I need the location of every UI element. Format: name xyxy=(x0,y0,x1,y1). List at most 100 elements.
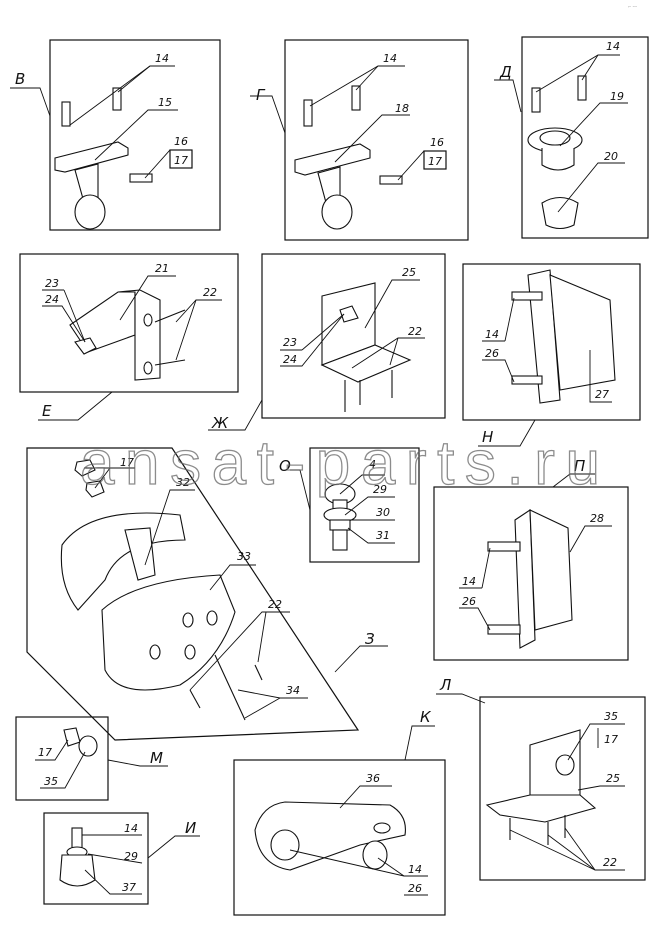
angle-bracket-icon xyxy=(485,794,597,823)
view-n-label: Н xyxy=(482,428,493,446)
view-o-label: О xyxy=(279,457,291,475)
part-outline xyxy=(182,612,194,628)
callout-32: 32 xyxy=(176,476,190,489)
leader-line xyxy=(344,496,395,516)
angle-bracket-icon xyxy=(320,344,412,383)
leader-line xyxy=(482,359,515,383)
view-m-frame xyxy=(15,716,109,801)
callout-14: 14 xyxy=(155,52,169,65)
leader-line xyxy=(567,723,625,761)
leader-line xyxy=(564,827,596,871)
hinge-body-icon xyxy=(549,274,616,391)
part-outline xyxy=(143,313,153,327)
callout-35: 35 xyxy=(604,710,618,723)
view-m: М 17 35 xyxy=(15,716,168,801)
leader-line xyxy=(250,95,286,134)
part-outline xyxy=(154,309,186,323)
view-p: П 28 14 26 xyxy=(433,457,629,661)
callout-14: 14 xyxy=(485,328,499,341)
callout-30: 30 xyxy=(376,506,390,519)
pin-icon xyxy=(487,624,521,635)
leader-line xyxy=(569,525,612,553)
leader-line xyxy=(40,751,86,789)
callout-20: 20 xyxy=(604,150,618,163)
leader-line xyxy=(84,869,142,895)
callout-29: 29 xyxy=(373,483,387,496)
view-k-frame xyxy=(233,759,446,916)
part-outline xyxy=(373,822,391,834)
view-i-frame xyxy=(43,812,149,905)
leader-line xyxy=(117,65,151,93)
bracket-plate-icon xyxy=(294,143,371,176)
callout-16: 16 xyxy=(174,135,188,148)
pin-icon xyxy=(511,291,543,301)
pin-icon xyxy=(487,541,521,552)
screw-icon xyxy=(112,87,122,111)
callout-35: 35 xyxy=(44,775,58,788)
view-z: З 17 32 33 22 34 xyxy=(26,447,388,741)
view-g-label: Г xyxy=(256,86,266,104)
pin-icon xyxy=(511,375,543,385)
stud-icon xyxy=(71,827,83,849)
leader-line xyxy=(189,611,290,691)
callout-25: 25 xyxy=(402,266,416,279)
leader-line xyxy=(334,114,410,163)
view-zh: Ж 25 23 24 22 xyxy=(208,253,446,432)
clamp-ring-icon xyxy=(321,194,353,230)
view-p-label: П xyxy=(574,457,585,475)
screw-head-icon xyxy=(555,754,575,776)
view-o-frame xyxy=(309,447,420,563)
view-g-frame xyxy=(284,39,469,241)
view-zh-frame xyxy=(261,253,446,419)
bolt-icon xyxy=(379,175,403,185)
callout-34: 34 xyxy=(286,684,300,697)
clamp-block-icon xyxy=(124,527,156,581)
callout-26: 26 xyxy=(462,595,476,608)
leader-line xyxy=(589,350,612,403)
view-n-frame xyxy=(462,263,641,421)
part-outline xyxy=(149,644,161,660)
leader-line xyxy=(334,645,388,673)
leader-line xyxy=(209,564,256,591)
callout-23: 23 xyxy=(45,277,59,290)
view-k: К 36 14 26 xyxy=(233,708,446,916)
nut-icon xyxy=(85,480,105,498)
callout-14: 14 xyxy=(408,863,422,876)
bolt-icon xyxy=(129,173,153,183)
leader-line xyxy=(144,489,195,566)
view-g: Г 14 18 16 17 xyxy=(250,39,469,241)
leader-line xyxy=(290,469,311,511)
part-outline xyxy=(541,148,575,171)
leader-line xyxy=(208,399,263,431)
callout-26: 26 xyxy=(485,347,499,360)
bushing-icon xyxy=(362,840,388,870)
callout-28: 28 xyxy=(590,512,604,525)
watermark: ansat-parts.ru xyxy=(80,429,600,498)
leader-line xyxy=(436,693,486,704)
callout-25: 25 xyxy=(606,772,620,785)
leader-line xyxy=(397,150,446,181)
leader-line xyxy=(35,739,69,761)
view-d-frame xyxy=(521,36,649,239)
callout-14: 14 xyxy=(462,575,476,588)
leader-line xyxy=(147,835,200,859)
part-outline xyxy=(143,361,153,375)
view-d: Д 14 19 20 xyxy=(494,36,649,239)
view-l-frame xyxy=(479,696,646,881)
callout-22: 22 xyxy=(203,286,217,299)
leader-line xyxy=(94,467,111,489)
leader-line xyxy=(280,313,345,367)
leader-line xyxy=(459,607,491,631)
view-b-frame xyxy=(49,39,221,231)
leader-line xyxy=(577,785,625,791)
leader-line xyxy=(257,611,267,663)
leader-line xyxy=(38,391,113,421)
callout-29: 29 xyxy=(124,850,138,863)
part-outline xyxy=(539,130,571,146)
callout-22: 22 xyxy=(603,856,617,869)
leader-line xyxy=(87,853,143,864)
nut-icon xyxy=(74,337,97,355)
callout-37: 37 xyxy=(122,881,136,894)
leader-line xyxy=(289,849,405,877)
view-o: О 4 29 30 31 xyxy=(279,447,420,563)
